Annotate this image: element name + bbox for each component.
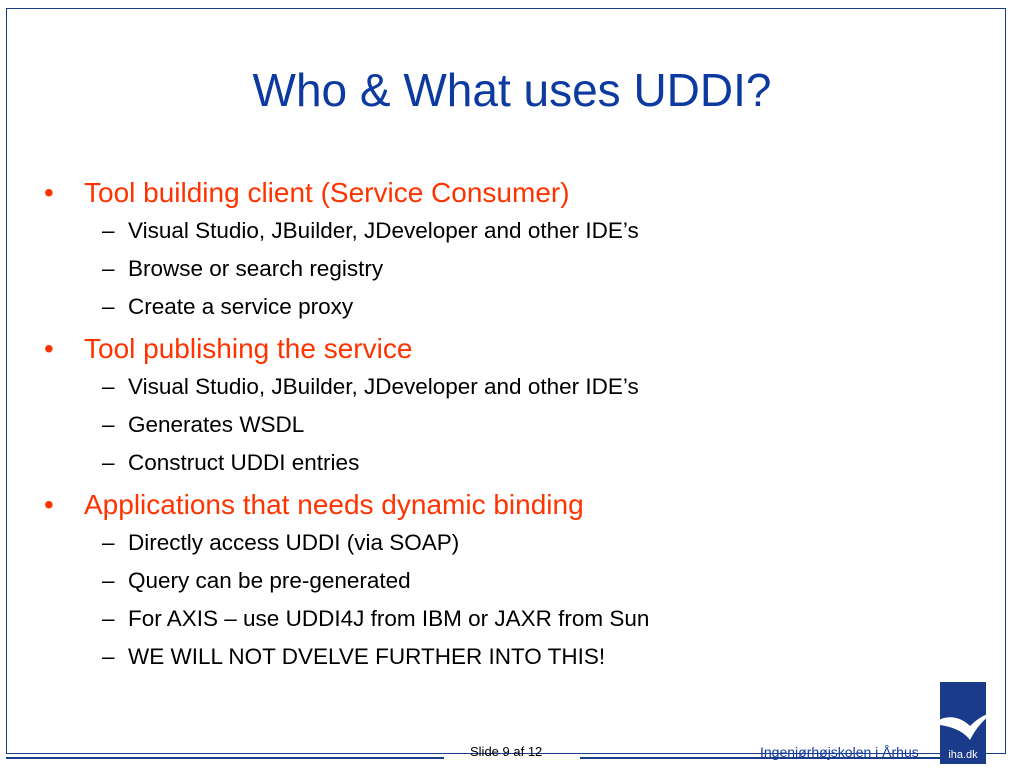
footer-divider-left xyxy=(6,757,444,759)
footer-divider-right xyxy=(580,757,940,759)
sub-bullet-item: – Generates WSDL xyxy=(102,406,944,444)
sub-bullet-item: – Visual Studio, JBuilder, JDeveloper an… xyxy=(102,368,944,406)
bullet-text: Tool building client (Service Consumer) xyxy=(84,177,570,208)
dash-icon: – xyxy=(102,450,115,475)
dash-icon: – xyxy=(102,530,115,555)
sub-bullet-item: – Directly access UDDI (via SOAP) xyxy=(102,524,944,562)
bullet-icon: • xyxy=(44,333,54,364)
dash-icon: – xyxy=(102,644,115,669)
dash-icon: – xyxy=(102,568,115,593)
dash-icon: – xyxy=(102,294,115,319)
logo-text: iha.dk xyxy=(948,749,978,761)
dash-icon: – xyxy=(102,218,115,243)
bullet-icon: • xyxy=(44,489,54,520)
dash-icon: – xyxy=(102,374,115,399)
bullet-text: Applications that needs dynamic binding xyxy=(84,489,584,520)
bullet-list: • Tool building client (Service Consumer… xyxy=(44,170,944,676)
sub-bullet-text: WE WILL NOT DVELVE FURTHER INTO THIS! xyxy=(128,644,606,669)
bullet-item: • Tool building client (Service Consumer… xyxy=(44,174,944,212)
dash-icon: – xyxy=(102,256,115,281)
sub-bullet-text: Directly access UDDI (via SOAP) xyxy=(128,530,460,555)
bullet-text: Tool publishing the service xyxy=(84,333,413,364)
sub-bullet-item: – Browse or search registry xyxy=(102,250,944,288)
slide-number: Slide 9 af 12 xyxy=(470,744,543,759)
bullet-icon: • xyxy=(44,177,54,208)
sub-bullet-item: – For AXIS – use UDDI4J from IBM or JAXR… xyxy=(102,600,944,638)
sub-bullet-text: Visual Studio, JBuilder, JDeveloper and … xyxy=(128,374,639,399)
sub-bullet-text: Generates WSDL xyxy=(128,412,305,437)
slide-frame xyxy=(6,8,1006,754)
dash-icon: – xyxy=(102,606,115,631)
slide-title: Who & What uses UDDI? xyxy=(252,64,772,116)
sub-bullet-item: – Construct UDDI entries xyxy=(102,444,944,482)
sub-bullet-item: – Create a service proxy xyxy=(102,288,944,326)
sub-bullet-text: Query can be pre-generated xyxy=(128,568,411,593)
bullet-item: • Applications that needs dynamic bindin… xyxy=(44,486,944,524)
sub-bullet-text: Browse or search registry xyxy=(128,256,384,281)
sub-bullet-text: Visual Studio, JBuilder, JDeveloper and … xyxy=(128,218,639,243)
institution-name: Ingeniørhøjskolen i Århus xyxy=(760,744,919,760)
sub-bullet-text: For AXIS – use UDDI4J from IBM or JAXR f… xyxy=(128,606,650,631)
sub-bullet-item: – Query can be pre-generated xyxy=(102,562,944,600)
sub-bullet-item: – WE WILL NOT DVELVE FURTHER INTO THIS! xyxy=(102,638,944,676)
sub-bullet-text: Construct UDDI entries xyxy=(128,450,360,475)
dash-icon: – xyxy=(102,412,115,437)
bullet-item: • Tool publishing the service xyxy=(44,330,944,368)
iha-logo-icon: iha.dk xyxy=(932,682,994,764)
sub-bullet-text: Create a service proxy xyxy=(128,294,354,319)
sub-bullet-item: – Visual Studio, JBuilder, JDeveloper an… xyxy=(102,212,944,250)
